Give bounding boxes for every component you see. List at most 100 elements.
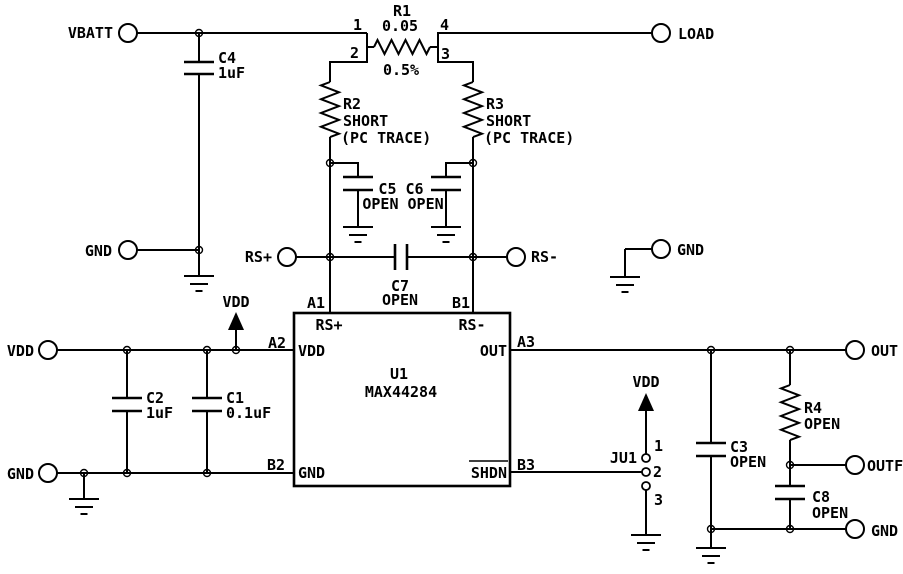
pad-a3: A3 xyxy=(517,333,535,351)
junction xyxy=(325,252,335,262)
junction xyxy=(122,345,132,355)
r3-note: (PC TRACE) xyxy=(484,129,574,147)
c7-ref: C7 xyxy=(391,277,409,295)
c3-value: OPEN xyxy=(730,453,766,471)
junction xyxy=(231,345,241,355)
gnd-mid-left-label: GND xyxy=(85,242,112,260)
r1-pin3: 3 xyxy=(441,45,450,63)
gnd-mid-right-terminal xyxy=(651,239,671,259)
c8-plates xyxy=(775,484,805,501)
r1-pin4: 4 xyxy=(440,16,449,34)
junction xyxy=(202,345,212,355)
gnd-bottom-right-terminal xyxy=(845,519,865,539)
u1-pin-rs-minus: RS- xyxy=(458,316,485,334)
r1-pin1: 1 xyxy=(353,16,362,34)
out-label: OUT xyxy=(871,342,898,360)
ground-icon xyxy=(343,226,373,243)
gnd-bottom-left-terminal xyxy=(38,463,58,483)
c7-value: OPEN xyxy=(382,291,418,309)
ground-icon xyxy=(69,498,99,515)
ground-icon xyxy=(431,226,461,243)
u1-pin-shdn: SHDN xyxy=(471,464,507,482)
vdd-terminal xyxy=(38,340,58,360)
r1-value: 0.05 xyxy=(382,17,418,35)
ground-symbols xyxy=(69,226,726,564)
r2-value: SHORT xyxy=(343,112,388,130)
junction xyxy=(785,345,795,355)
ju1-pin1-label: 1 xyxy=(654,437,663,455)
vdd-flag-left-label: VDD xyxy=(222,293,249,311)
labels: VBATT LOAD GND RS+ RS- GND VDD GND OUT O… xyxy=(7,2,903,540)
vbatt-label: VBATT xyxy=(68,24,113,42)
gnd-bottom-left-label: GND xyxy=(7,465,34,483)
junction xyxy=(468,252,478,262)
c3-plates xyxy=(696,441,726,458)
rs-minus-terminal xyxy=(506,247,526,267)
rs-plus-label: RS+ xyxy=(245,248,272,266)
pad-a2: A2 xyxy=(268,334,286,352)
c4-plates xyxy=(184,60,214,76)
c4-ref: C4 xyxy=(218,49,236,67)
vdd-arrow-icon xyxy=(638,393,654,411)
ju1-pin3-label: 3 xyxy=(654,491,663,509)
wires xyxy=(57,32,846,548)
junction xyxy=(202,468,212,478)
c1-plates xyxy=(192,396,222,413)
vdd-arrows xyxy=(228,312,654,411)
u1-pin-gnd: GND xyxy=(298,464,325,482)
gnd-mid-right-label: GND xyxy=(677,241,704,259)
terminal-circles xyxy=(38,23,865,539)
c4-value: 1uF xyxy=(218,64,245,82)
ground-icon xyxy=(696,547,726,564)
wire-segments xyxy=(57,32,846,548)
junction xyxy=(706,345,716,355)
r4-ref: R4 xyxy=(804,399,822,417)
ju1-pins xyxy=(641,453,651,491)
load-terminal xyxy=(651,23,671,43)
r1-ref: R1 xyxy=(393,2,411,20)
vdd-arrow-icon xyxy=(228,312,244,330)
junction xyxy=(194,28,204,38)
out-terminal xyxy=(845,340,865,360)
ground-icon xyxy=(631,534,661,551)
rs-minus-label: RS- xyxy=(531,248,558,266)
junction xyxy=(325,158,335,168)
u1-pin-out: OUT xyxy=(480,342,507,360)
u1-pin-rs-plus: RS+ xyxy=(315,316,342,334)
u1-pin-vdd: VDD xyxy=(298,342,325,360)
c5-plates xyxy=(343,175,373,192)
junction-dots xyxy=(79,28,795,534)
vbatt-terminal xyxy=(118,23,138,43)
junction xyxy=(468,158,478,168)
r4-body xyxy=(778,384,802,442)
pad-b2: B2 xyxy=(267,456,285,474)
c5c6-refs: C5 C6 xyxy=(378,180,423,198)
c8-ref: C8 xyxy=(812,488,830,506)
ju1-ref: JU1 xyxy=(610,449,637,467)
r1-pin2: 2 xyxy=(350,44,359,62)
junction xyxy=(785,524,795,534)
ju1-pin2-circle xyxy=(641,467,651,477)
r4-value: OPEN xyxy=(804,415,840,433)
ju1-pin2-label: 2 xyxy=(653,463,662,481)
r3-body xyxy=(461,81,485,139)
c7-plates xyxy=(393,244,409,270)
pad-b3: B3 xyxy=(517,456,535,474)
outf-label: OUTF xyxy=(867,457,903,475)
junction xyxy=(122,468,132,478)
junction xyxy=(79,468,89,478)
c2-value: 1uF xyxy=(146,404,173,422)
junction xyxy=(785,460,795,470)
r2-body xyxy=(318,81,342,139)
r3-ref: R3 xyxy=(486,95,504,113)
ground-icon xyxy=(184,275,214,292)
u1-ref: U1 xyxy=(390,365,408,383)
ju1-pin1-circle xyxy=(641,453,651,463)
resistors xyxy=(318,37,802,442)
junction xyxy=(706,524,716,534)
r1-tolerance: 0.5% xyxy=(383,61,419,79)
c1-ref: C1 xyxy=(226,389,244,407)
c1-value: 0.1uF xyxy=(226,404,271,422)
c2-ref: C2 xyxy=(146,389,164,407)
